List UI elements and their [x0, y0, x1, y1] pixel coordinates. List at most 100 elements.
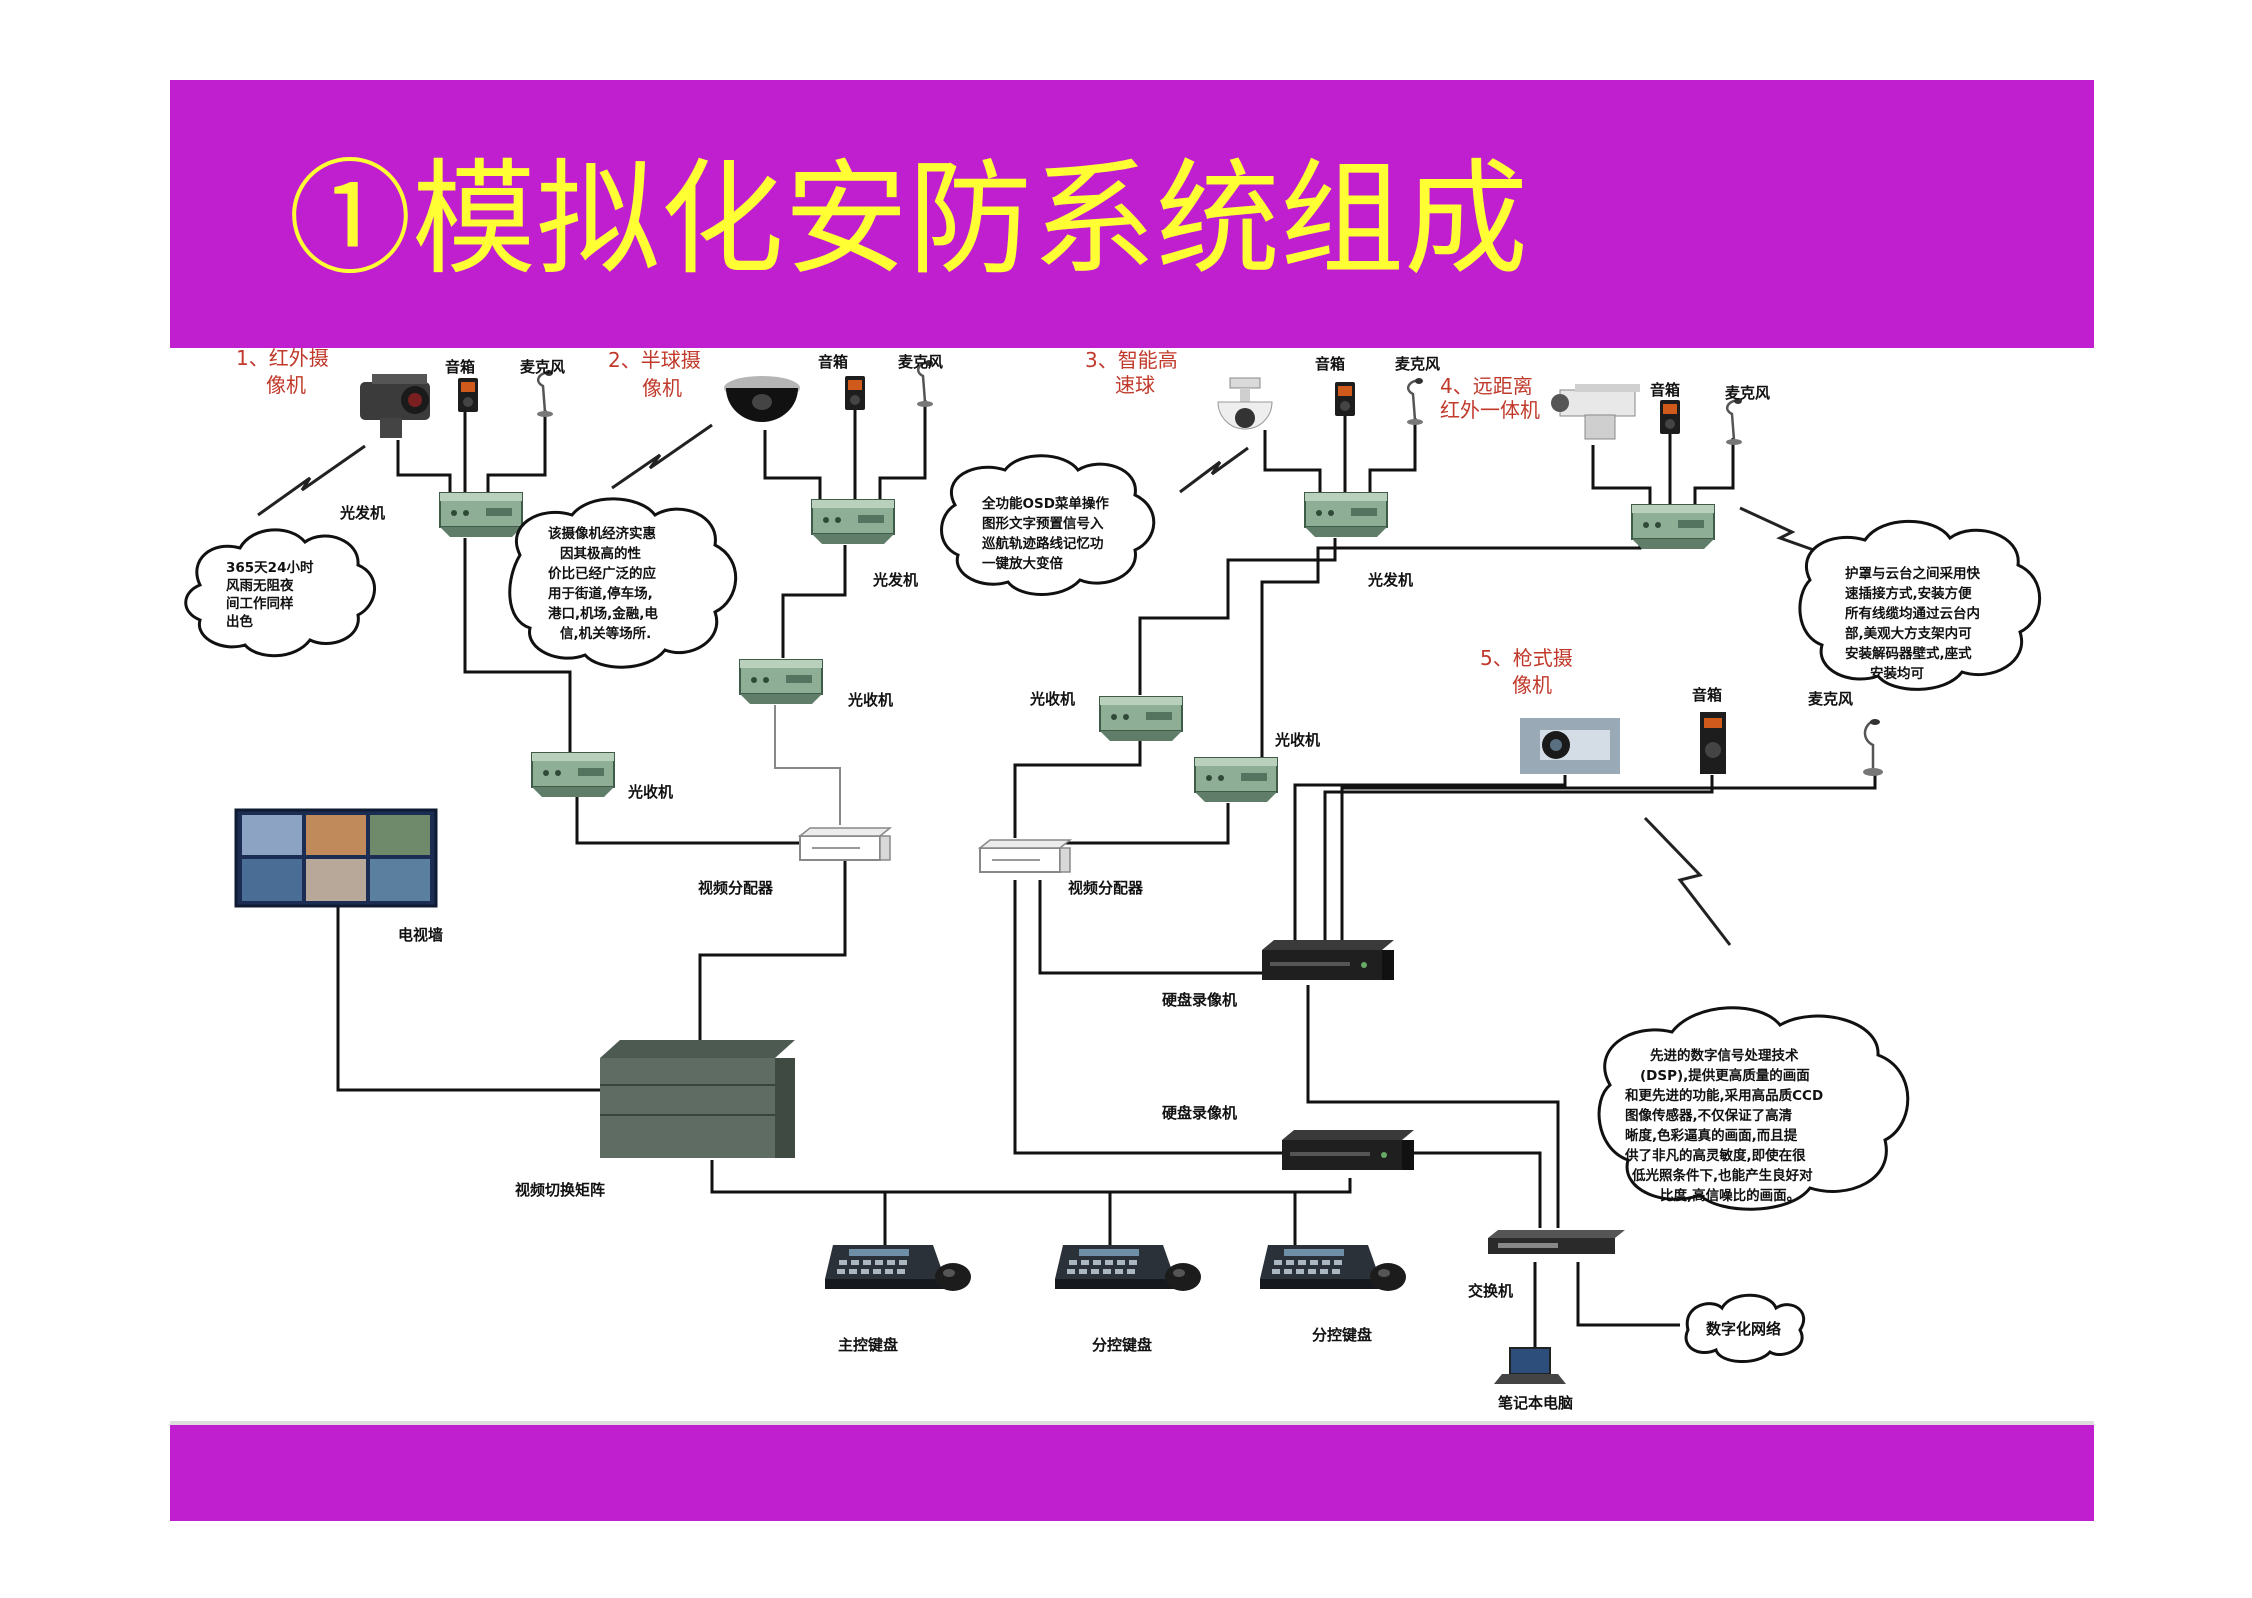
wiring	[336, 400, 1877, 1348]
cloud-callout-5: 先进的数字信号处理技术 (DSP),提供更高质量的画面 和更先进的功能,采用高品…	[1597, 1006, 1910, 1211]
camera-label-4: 4、远距离 红外一体机	[1440, 374, 1540, 422]
receiver-label: 光收机	[627, 783, 673, 801]
svg-text:先进的数字信号处理技术: 先进的数字信号处理技术	[1650, 1047, 1799, 1064]
receiver-label: 光收机	[1029, 690, 1075, 708]
dvr-2	[1282, 1130, 1414, 1170]
svg-text:图像传感器,不仅保证了高清: 图像传感器,不仅保证了高清	[1625, 1107, 1793, 1124]
camera-label-2: 2、半球摄 像机	[608, 348, 701, 400]
header-band	[170, 80, 2094, 348]
dvr-1	[1262, 940, 1394, 980]
speaker-label: 音箱	[445, 358, 475, 376]
svg-text:5、枪式摄: 5、枪式摄	[1480, 646, 1573, 670]
sub-keyboard-label: 分控键盘	[1312, 1326, 1372, 1344]
optical-transmitter-1	[439, 492, 523, 538]
long-range-camera-icon	[1551, 384, 1640, 440]
svg-text:(DSP),提供更高质量的画面: (DSP),提供更高质量的画面	[1640, 1067, 1810, 1084]
svg-text:365天24小时: 365天24小时	[226, 559, 314, 576]
optical-transmitter-4	[1631, 504, 1715, 550]
speaker-icon	[458, 378, 478, 412]
tv-wall-icon	[234, 808, 438, 908]
microphone-icon	[1863, 718, 1883, 776]
svg-text:和更先进的功能,采用高品质CCD: 和更先进的功能,采用高品质CCD	[1625, 1087, 1823, 1104]
svg-text:价比已经广泛的应: 价比已经广泛的应	[548, 565, 656, 582]
speaker-icon	[845, 376, 865, 410]
svg-text:护罩与云台之间采用快: 护罩与云台之间采用快	[1845, 565, 1980, 582]
svg-text:因其极高的性: 因其极高的性	[560, 545, 641, 562]
wireless-signals	[257, 423, 1843, 946]
svg-text:2、半球摄: 2、半球摄	[608, 348, 701, 372]
distributor-label: 视频分配器	[698, 879, 774, 897]
svg-text:安装均可: 安装均可	[1870, 665, 1924, 682]
svg-text:像机: 像机	[266, 373, 306, 397]
bullet-camera-icon	[1520, 718, 1620, 774]
transmitter-label: 光发机	[872, 571, 918, 589]
svg-text:港口,机场,金融,电: 港口,机场,金融,电	[548, 605, 658, 622]
svg-text:出色: 出色	[226, 613, 253, 630]
svg-text:3、智能高: 3、智能高	[1085, 348, 1178, 372]
camera-label-5: 5、枪式摄 像机	[1480, 646, 1573, 697]
svg-text:像机: 像机	[1512, 673, 1552, 697]
cloud-callout-3: 全功能OSD菜单操作 图形文字预置信号入 巡航轨迹路线记忆功 一键放大变倍	[940, 454, 1156, 596]
camera-label-3: 3、智能高 速球	[1085, 348, 1178, 397]
cloud-callout-4: 护罩与云台之间采用快 速插接方式,安装方便 所有线缆均通过云台内 部,美观大方支…	[1798, 519, 2041, 691]
svg-text:巡航轨迹路线记忆功: 巡航轨迹路线记忆功	[982, 535, 1104, 552]
sub-keyboard-label: 分控键盘	[1092, 1336, 1152, 1354]
svg-text:风雨无阻夜: 风雨无阻夜	[226, 577, 294, 594]
receiver-label: 光收机	[847, 691, 893, 709]
speaker-label: 音箱	[1692, 686, 1722, 704]
svg-text:所有线缆均通过云台内: 所有线缆均通过云台内	[1845, 605, 1980, 622]
microphone-icon	[1405, 376, 1425, 427]
optical-transmitter-3	[1304, 492, 1388, 538]
svg-text:晰度,色彩逼真的画面,而且提: 晰度,色彩逼真的画面,而且提	[1625, 1127, 1798, 1144]
transmitter-label: 光发机	[339, 504, 385, 522]
optical-transmitter-2	[811, 499, 895, 545]
sub-keyboard-icon	[1055, 1245, 1201, 1291]
svg-text:比度,高信噪比的画面。: 比度,高信噪比的画面。	[1660, 1187, 1800, 1204]
svg-text:速球: 速球	[1115, 373, 1155, 397]
dome-camera-icon	[724, 376, 800, 422]
svg-text:4、远距离: 4、远距离	[1440, 374, 1533, 398]
video-distributor-1	[799, 827, 891, 861]
mic-label: 麦克风	[898, 353, 943, 371]
laptop-label: 笔记本电脑	[1498, 1394, 1573, 1412]
microphone-icon	[1724, 396, 1744, 447]
mic-label: 麦克风	[520, 358, 565, 376]
svg-text:速插接方式,安装方便: 速插接方式,安装方便	[1845, 585, 1972, 602]
svg-text:用于街道,停车场,: 用于街道,停车场,	[548, 585, 653, 602]
infrared-camera-icon	[360, 374, 430, 438]
cloud-callout-2: 该摄像机经济实惠 因其极高的性 价比已经广泛的应 用于街道,停车场, 港口,机场…	[508, 497, 738, 669]
main-keyboard-icon	[825, 1245, 971, 1291]
video-matrix-icon	[600, 1040, 795, 1158]
mic-label: 麦克风	[1808, 690, 1853, 708]
svg-text:像机: 像机	[642, 376, 682, 400]
svg-text:安装解码器壁式,座式: 安装解码器壁式,座式	[1845, 645, 1972, 662]
microphone-icon	[535, 368, 555, 419]
svg-text:1、红外摄: 1、红外摄	[236, 346, 329, 370]
dvr-label: 硬盘录像机	[1162, 1104, 1237, 1122]
speaker-label: 音箱	[1315, 355, 1345, 373]
distributor-label: 视频分配器	[1068, 879, 1144, 897]
svg-text:间工作同样: 间工作同样	[226, 595, 294, 612]
speaker-icon	[1700, 712, 1726, 774]
svg-text:供了非凡的高灵敏度,即使在很: 供了非凡的高灵敏度,即使在很	[1624, 1147, 1806, 1164]
cloud-callout-1: 365天24小时 风雨无阻夜 间工作同样 出色	[184, 528, 376, 658]
mic-label: 麦克风	[1395, 355, 1440, 373]
transmitter-label: 光发机	[1367, 571, 1413, 589]
svg-text:信,机关等场所.: 信,机关等场所.	[560, 625, 651, 642]
matrix-label: 视频切换矩阵	[515, 1181, 605, 1199]
speaker-icon	[1335, 382, 1355, 416]
receiver-label: 光收机	[1274, 731, 1320, 749]
laptop-icon	[1494, 1347, 1566, 1384]
svg-text:一键放大变倍: 一键放大变倍	[982, 555, 1063, 572]
svg-text:低光照条件下,也能产生良好对: 低光照条件下,也能产生良好对	[1631, 1167, 1813, 1184]
speed-dome-icon	[1217, 377, 1273, 430]
svg-text:图形文字预置信号入: 图形文字预置信号入	[982, 515, 1104, 532]
svg-text:全功能OSD菜单操作: 全功能OSD菜单操作	[981, 495, 1109, 512]
speaker-label: 音箱	[818, 353, 848, 371]
speaker-label: 音箱	[1650, 381, 1680, 399]
dvr-label: 硬盘录像机	[1162, 991, 1237, 1009]
optical-receiver-3	[1099, 696, 1183, 742]
main-keyboard-label: 主控键盘	[838, 1336, 898, 1354]
